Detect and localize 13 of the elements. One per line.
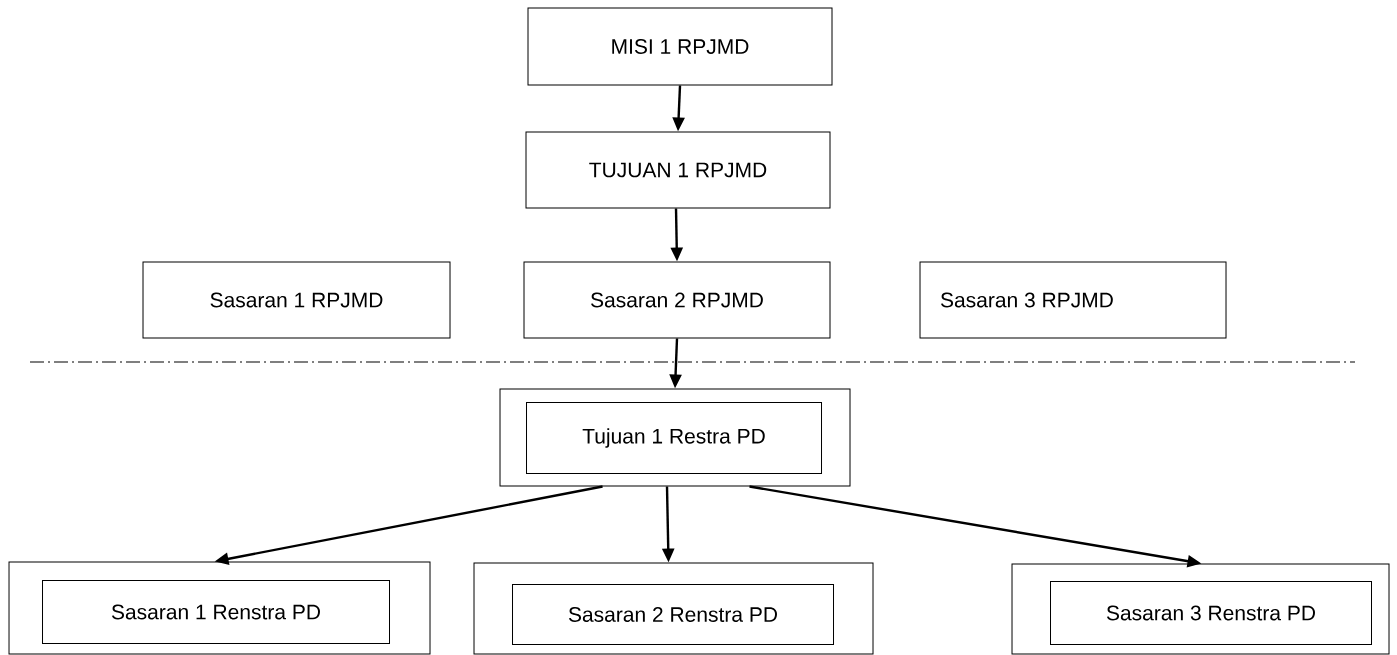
text-box: Sasaran 2 RPJMD — [523, 261, 831, 339]
text-box: Sasaran 3 Renstra PD — [1050, 581, 1372, 645]
text-box: Sasaran 3 RPJMD — [919, 261, 1227, 339]
outer-box — [473, 562, 874, 655]
text-box: MISI 1 RPJMD — [527, 7, 833, 86]
outer-box — [1011, 563, 1390, 655]
outer-box — [499, 388, 851, 487]
text-box: Sasaran 1 RPJMD — [142, 261, 451, 339]
text-box: Sasaran 1 Renstra PD — [42, 580, 390, 644]
outer-box — [8, 561, 431, 655]
text-box: Sasaran 2 Renstra PD — [512, 584, 834, 645]
text-box: TUJUAN 1 RPJMD — [525, 131, 831, 209]
text-box: Tujuan 1 Restra PD — [526, 402, 822, 474]
